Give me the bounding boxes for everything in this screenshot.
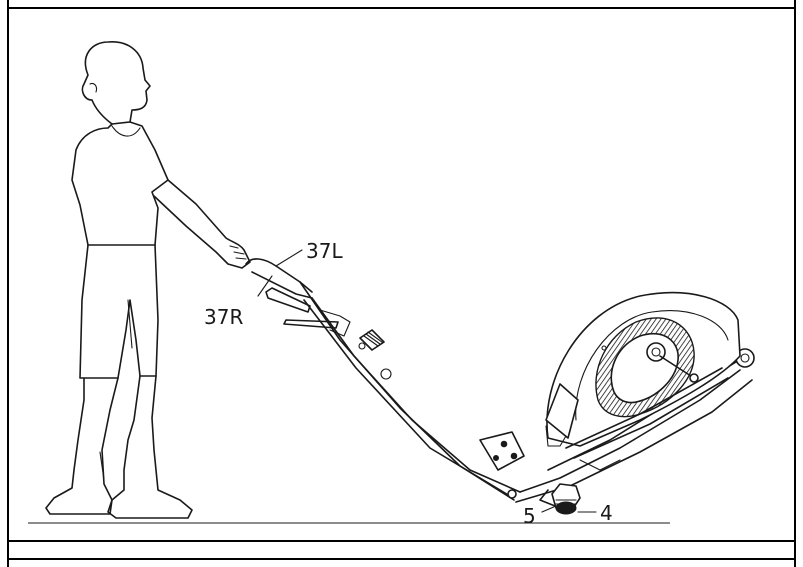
callout-4: 4 [600,501,613,525]
console [359,329,385,351]
elliptical-trainer [245,258,755,515]
transport-wheel [539,483,581,515]
pivot-bracket [479,431,525,471]
callout-37l: 37L [306,239,343,263]
callout-37r: 37R [204,305,243,329]
callout-5: 5 [523,504,536,528]
figure-frame [7,0,796,567]
leader-lines [257,249,597,513]
person-figure [45,41,251,519]
flywheel-housing [545,292,741,447]
